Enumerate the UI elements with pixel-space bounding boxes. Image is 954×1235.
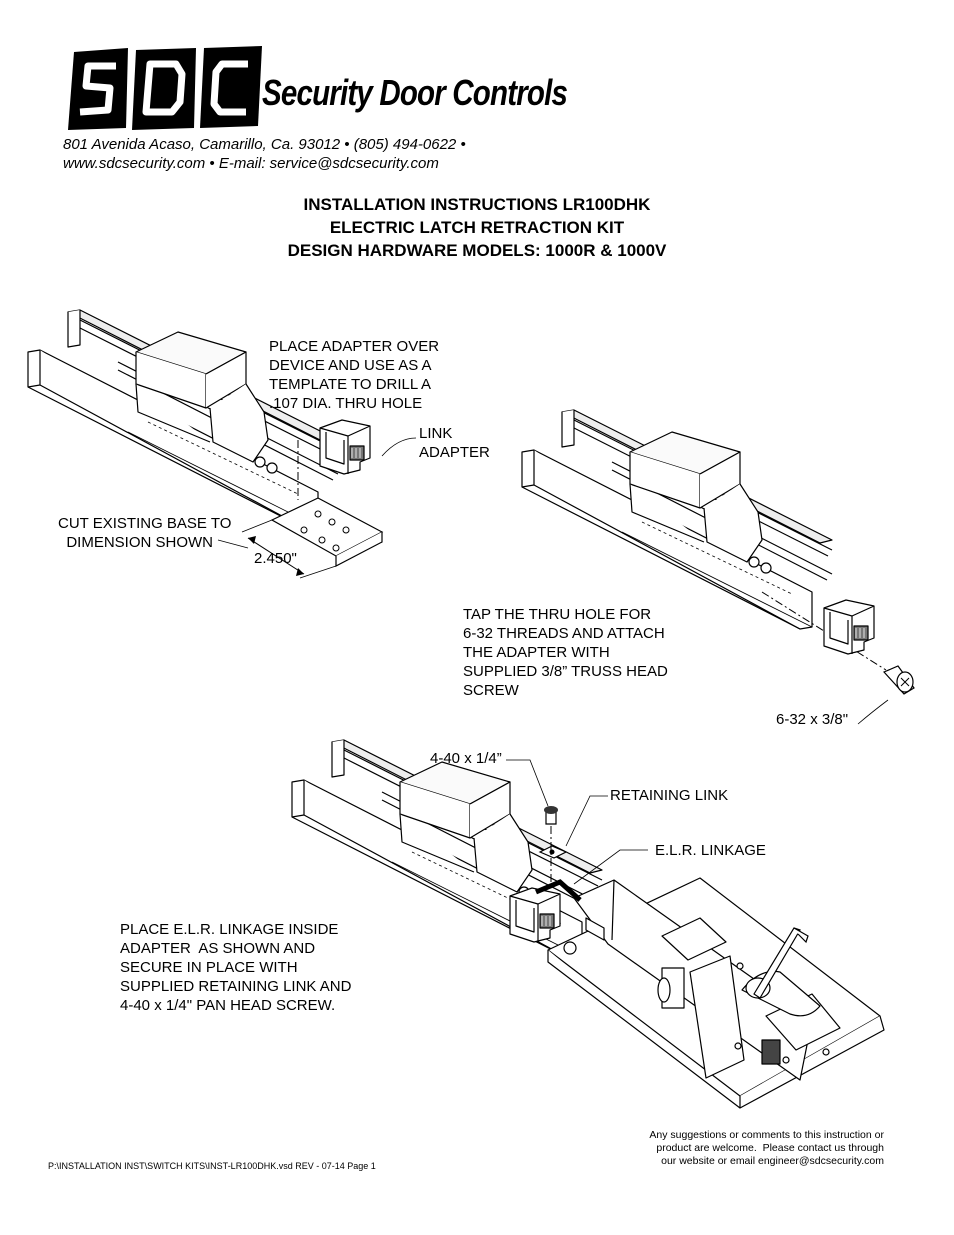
comments-footer: Any suggestions or comments to this inst… (649, 1129, 884, 1167)
step2-instruction: TAP THE THRU HOLE FOR 6-32 THREADS AND A… (463, 606, 668, 699)
hex-key-icon (754, 928, 808, 998)
retaining-link-label: RETAINING LINK (610, 787, 729, 804)
link-adapter-2 (823, 599, 875, 655)
elr-linkage (536, 882, 580, 900)
truss-screw-label: 6-32 x 3/8" (776, 711, 849, 728)
company-logo (66, 44, 596, 134)
company-name: Security Door Controls (262, 72, 568, 113)
step1-instruction: PLACE ADAPTER OVER DEVICE AND USE AS A T… (269, 338, 440, 412)
web-email-line: www.sdcsecurity.com • E-mail: service@sd… (63, 155, 439, 172)
step3-instruction: PLACE E.L.R. LINKAGE INSIDE ADAPTER AS S… (120, 921, 352, 1014)
address-line: 801 Avenida Acaso, Camarillo, Ca. 93012 … (63, 136, 466, 153)
link-adapter-1 (319, 419, 371, 475)
link-adapter-label: LINK ADAPTER (419, 425, 490, 461)
elr-module (548, 878, 884, 1108)
base-cut-dimension: 2.450" (254, 550, 297, 567)
step1-rail-drawing (27, 309, 382, 578)
pan-head-screw-icon (544, 806, 558, 824)
cut-base-instruction: CUT EXISTING BASE TO DIMENSION SHOWN (58, 515, 232, 551)
elr-linkage-label: E.L.R. LINKAGE (655, 842, 766, 859)
file-path-footer: P:\INSTALLATION INST\SWITCH KITS\INST-LR… (48, 1161, 376, 1171)
title-line-3: DESIGN HARDWARE MODELS: 1000R & 1000V (287, 241, 667, 260)
pan-head-screw-label: 4-40 x 1/4” (430, 750, 502, 767)
title-line-1: INSTALLATION INSTRUCTIONS LR100DHK (303, 195, 651, 214)
truss-screw-icon (884, 666, 914, 694)
title-line-2: ELECTRIC LATCH RETRACTION KIT (329, 218, 625, 237)
